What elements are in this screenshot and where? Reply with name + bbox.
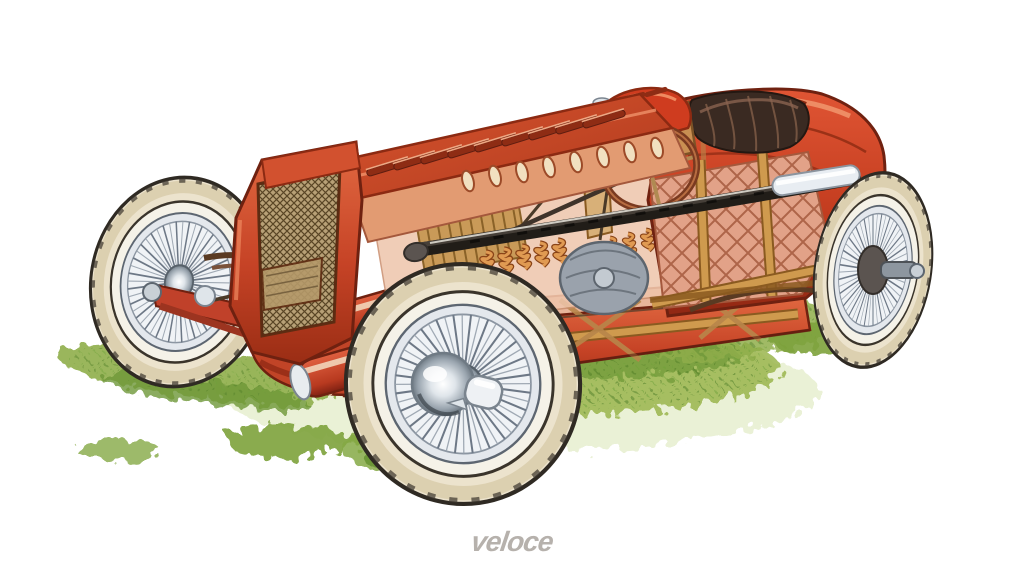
veloce-watermark: veloce	[469, 526, 555, 557]
side-vent-ports	[461, 136, 664, 193]
exhaust-pipe	[403, 164, 861, 263]
rear-hub	[857, 245, 925, 295]
nose-and-grille	[228, 140, 364, 366]
bonnet-louvres	[365, 108, 626, 177]
foreground-hub	[410, 351, 504, 417]
exhaust-chrome-sleeve	[771, 164, 861, 197]
